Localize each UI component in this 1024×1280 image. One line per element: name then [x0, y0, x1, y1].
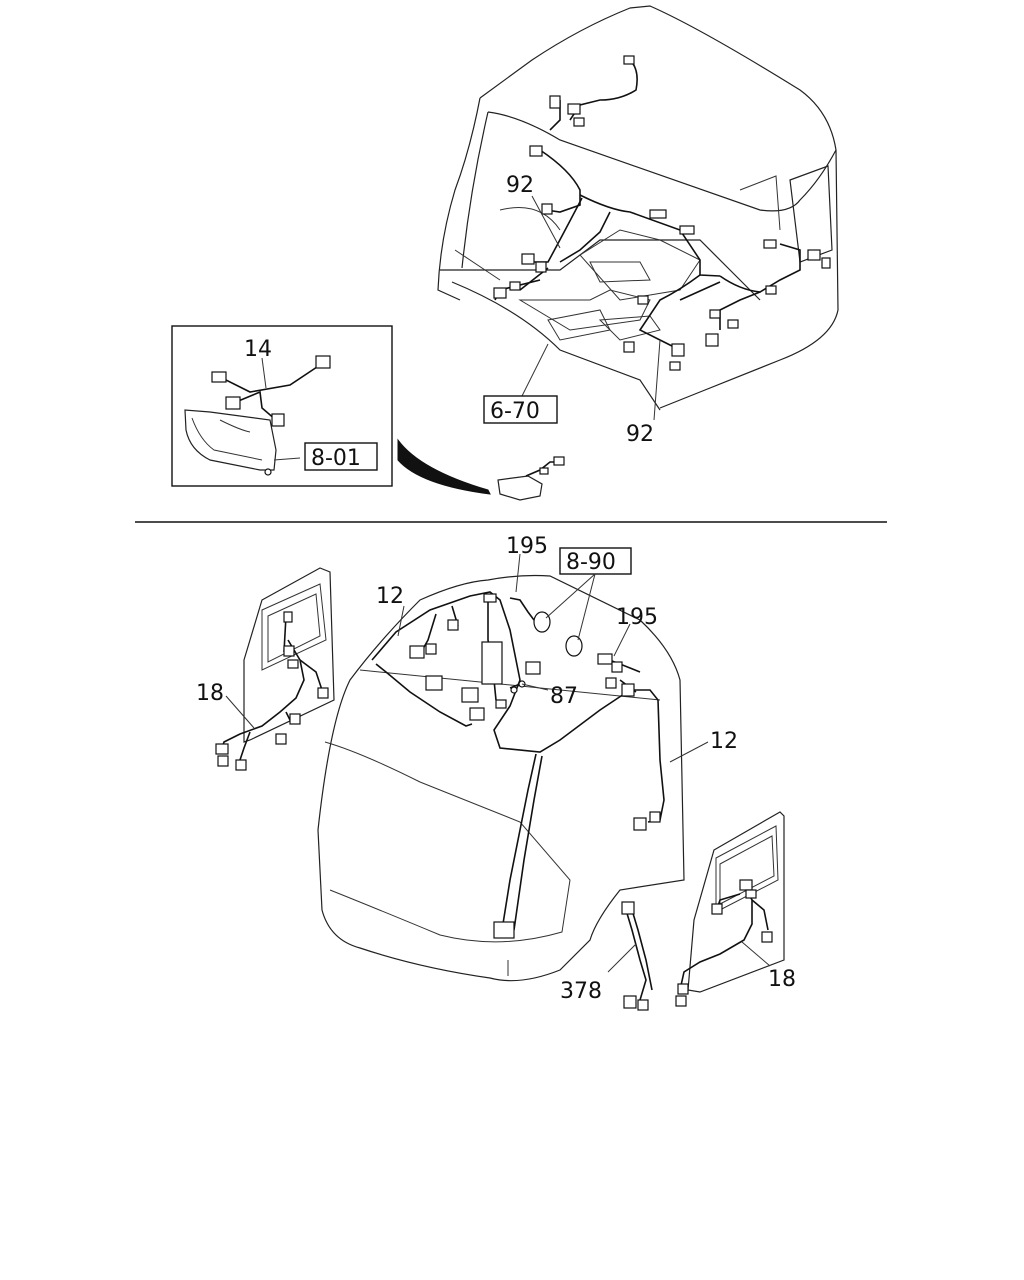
harness-12: [371, 591, 665, 939]
callout-14: 14: [244, 337, 272, 362]
callout-195-left: 195: [506, 534, 548, 559]
callout-12-right: 12: [710, 729, 738, 754]
leader-12-left: [397, 605, 405, 637]
callout-378: 378: [560, 979, 602, 1004]
ref-box-8-01: [304, 442, 378, 471]
callout-92-bottom: 92: [626, 422, 654, 447]
leader-8-90-a: [545, 573, 596, 619]
harness-92: [493, 55, 831, 371]
leader-6-70: [521, 343, 549, 397]
callout-195-right: 195: [616, 605, 658, 630]
leader-12-right: [669, 741, 709, 763]
ref-box-8-90: [559, 547, 632, 575]
small-headlamp: [497, 456, 565, 501]
ref-6-70: 6-70: [490, 399, 540, 424]
ref-box-6-70: [483, 395, 558, 424]
ref-8-90: 8-90: [566, 550, 616, 575]
leader-378: [607, 943, 637, 973]
leader-195-right: [613, 623, 631, 657]
callout-12-left: 12: [376, 584, 404, 609]
leader-195-left: [515, 553, 521, 593]
callout-18-left: 18: [196, 681, 224, 706]
callout-87: 87: [550, 684, 578, 709]
leader-92-top: [531, 195, 561, 249]
leader-18-right: [741, 941, 771, 967]
cab-exterior-lower: [317, 574, 685, 982]
cab-interior-upper: [437, 5, 839, 411]
leader-92-bottom: [653, 339, 661, 421]
callout-18-right: 18: [768, 967, 796, 992]
harness-378: [621, 901, 653, 1011]
ref-8-01: 8-01: [311, 446, 361, 471]
pointer-arrow: [397, 438, 491, 495]
leader-18-left: [225, 695, 255, 729]
right-door: [675, 811, 785, 1007]
callout-92-top: 92: [506, 173, 534, 198]
leader-87: [521, 683, 549, 691]
left-door: [215, 567, 335, 771]
leader-8-90-b: [577, 573, 596, 641]
